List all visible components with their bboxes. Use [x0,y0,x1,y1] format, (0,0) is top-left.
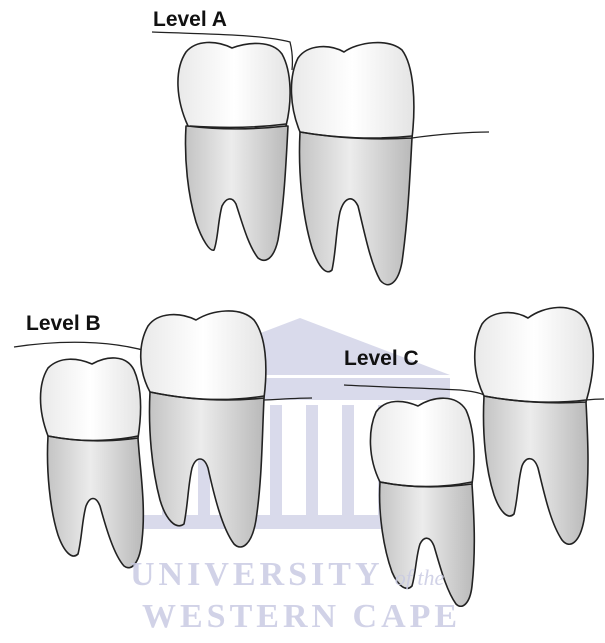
watermark-line-2: WESTERN CAPE [142,598,461,636]
tooth-1 [178,42,290,260]
level-c-label: Level C [344,347,419,371]
level-a-label: Level A [153,8,227,32]
tooth-3 [41,358,144,568]
tooth-2 [291,43,413,285]
watermark-of-the: of the [395,565,445,590]
watermark-line-1: UNIVERSITY of the [130,556,444,594]
level-b-label: Level B [26,312,101,336]
watermark-university: UNIVERSITY [130,556,382,593]
tooth-6 [475,307,594,544]
